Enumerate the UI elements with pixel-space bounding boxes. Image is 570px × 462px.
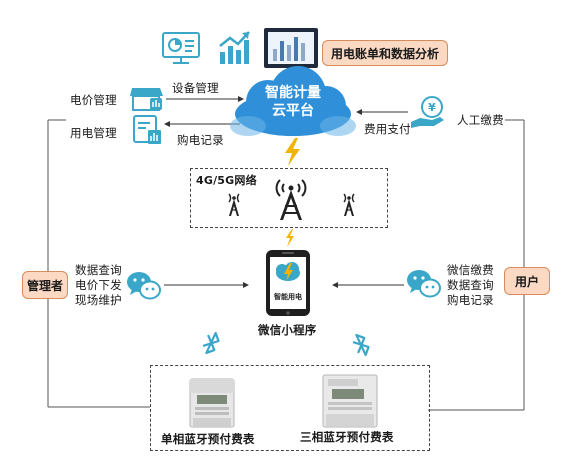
- network-box: [190, 168, 388, 228]
- admin-label: 管理者: [26, 278, 63, 293]
- billing-analysis-text: 用电账单和数据分析: [330, 46, 439, 61]
- cloud-line-2: 云平台: [272, 103, 314, 119]
- cloud-line-1: 智能计量: [265, 85, 321, 101]
- smartphone-icon: [266, 250, 310, 316]
- cloud-platform-label: 智能计量 云平台: [236, 84, 350, 120]
- bluetooth-icon-right: [352, 333, 370, 357]
- single-phase-meter-label: 单相蓝牙预付费表: [161, 432, 255, 446]
- store-price-icon: [130, 88, 163, 111]
- user-functions: 微信缴费 数据查询 购电记录: [447, 263, 494, 308]
- user-function-item: 微信缴费: [447, 263, 494, 277]
- miniprogram-label: 微信小程序: [258, 323, 317, 337]
- wechat-icon-left: [127, 272, 161, 300]
- growth-chart-icon: [219, 31, 250, 64]
- small-tower-left-icon: [228, 193, 240, 216]
- lightning-bolt-icon: [285, 138, 300, 166]
- payment-hand-icon: ¥: [411, 96, 444, 128]
- three-phase-meter-icon: [322, 374, 378, 428]
- network-label: 4G/5G网络: [196, 174, 257, 187]
- price-management-label: 电价管理: [70, 93, 117, 107]
- single-phase-meter-icon: [189, 378, 235, 428]
- admin-function-item: 电价下发: [75, 278, 122, 292]
- admin-function-item: 现场维护: [75, 293, 122, 307]
- admin-box: 管理者: [22, 271, 68, 299]
- device-management-label: 设备管理: [172, 81, 219, 95]
- user-function-item: 购电记录: [447, 293, 494, 307]
- phone-screen-text: 智能用电: [274, 293, 302, 301]
- cloud-platform-icon: [230, 66, 356, 136]
- usage-report-icon: [133, 115, 161, 144]
- lightning-small-icon: [286, 229, 294, 247]
- admin-functions: 数据查询 电价下发 现场维护: [75, 263, 122, 308]
- billing-analysis-banner: 用电账单和数据分析: [322, 40, 448, 66]
- three-phase-meter-label: 三相蓝牙预付费表: [300, 430, 394, 444]
- user-box: 用户: [504, 267, 550, 295]
- purchase-record-label: 购电记录: [177, 133, 224, 147]
- monitor-analytics-icon: [264, 28, 318, 79]
- svg-text:¥: ¥: [428, 101, 436, 114]
- fee-payment-label: 费用支付: [364, 122, 411, 136]
- user-label: 用户: [514, 274, 539, 289]
- usage-management-label: 用电管理: [70, 126, 117, 140]
- wechat-icon-right: [407, 270, 441, 298]
- cell-tower-icon: [275, 179, 307, 220]
- meters-box: [150, 365, 430, 451]
- manual-payment-label: 人工缴费: [457, 113, 504, 127]
- admin-function-item: 数据查询: [75, 263, 122, 277]
- user-function-item: 数据查询: [447, 278, 494, 292]
- dashboard-icon: [162, 32, 200, 64]
- bluetooth-icon-left: [202, 331, 220, 355]
- small-tower-right-icon: [343, 193, 355, 216]
